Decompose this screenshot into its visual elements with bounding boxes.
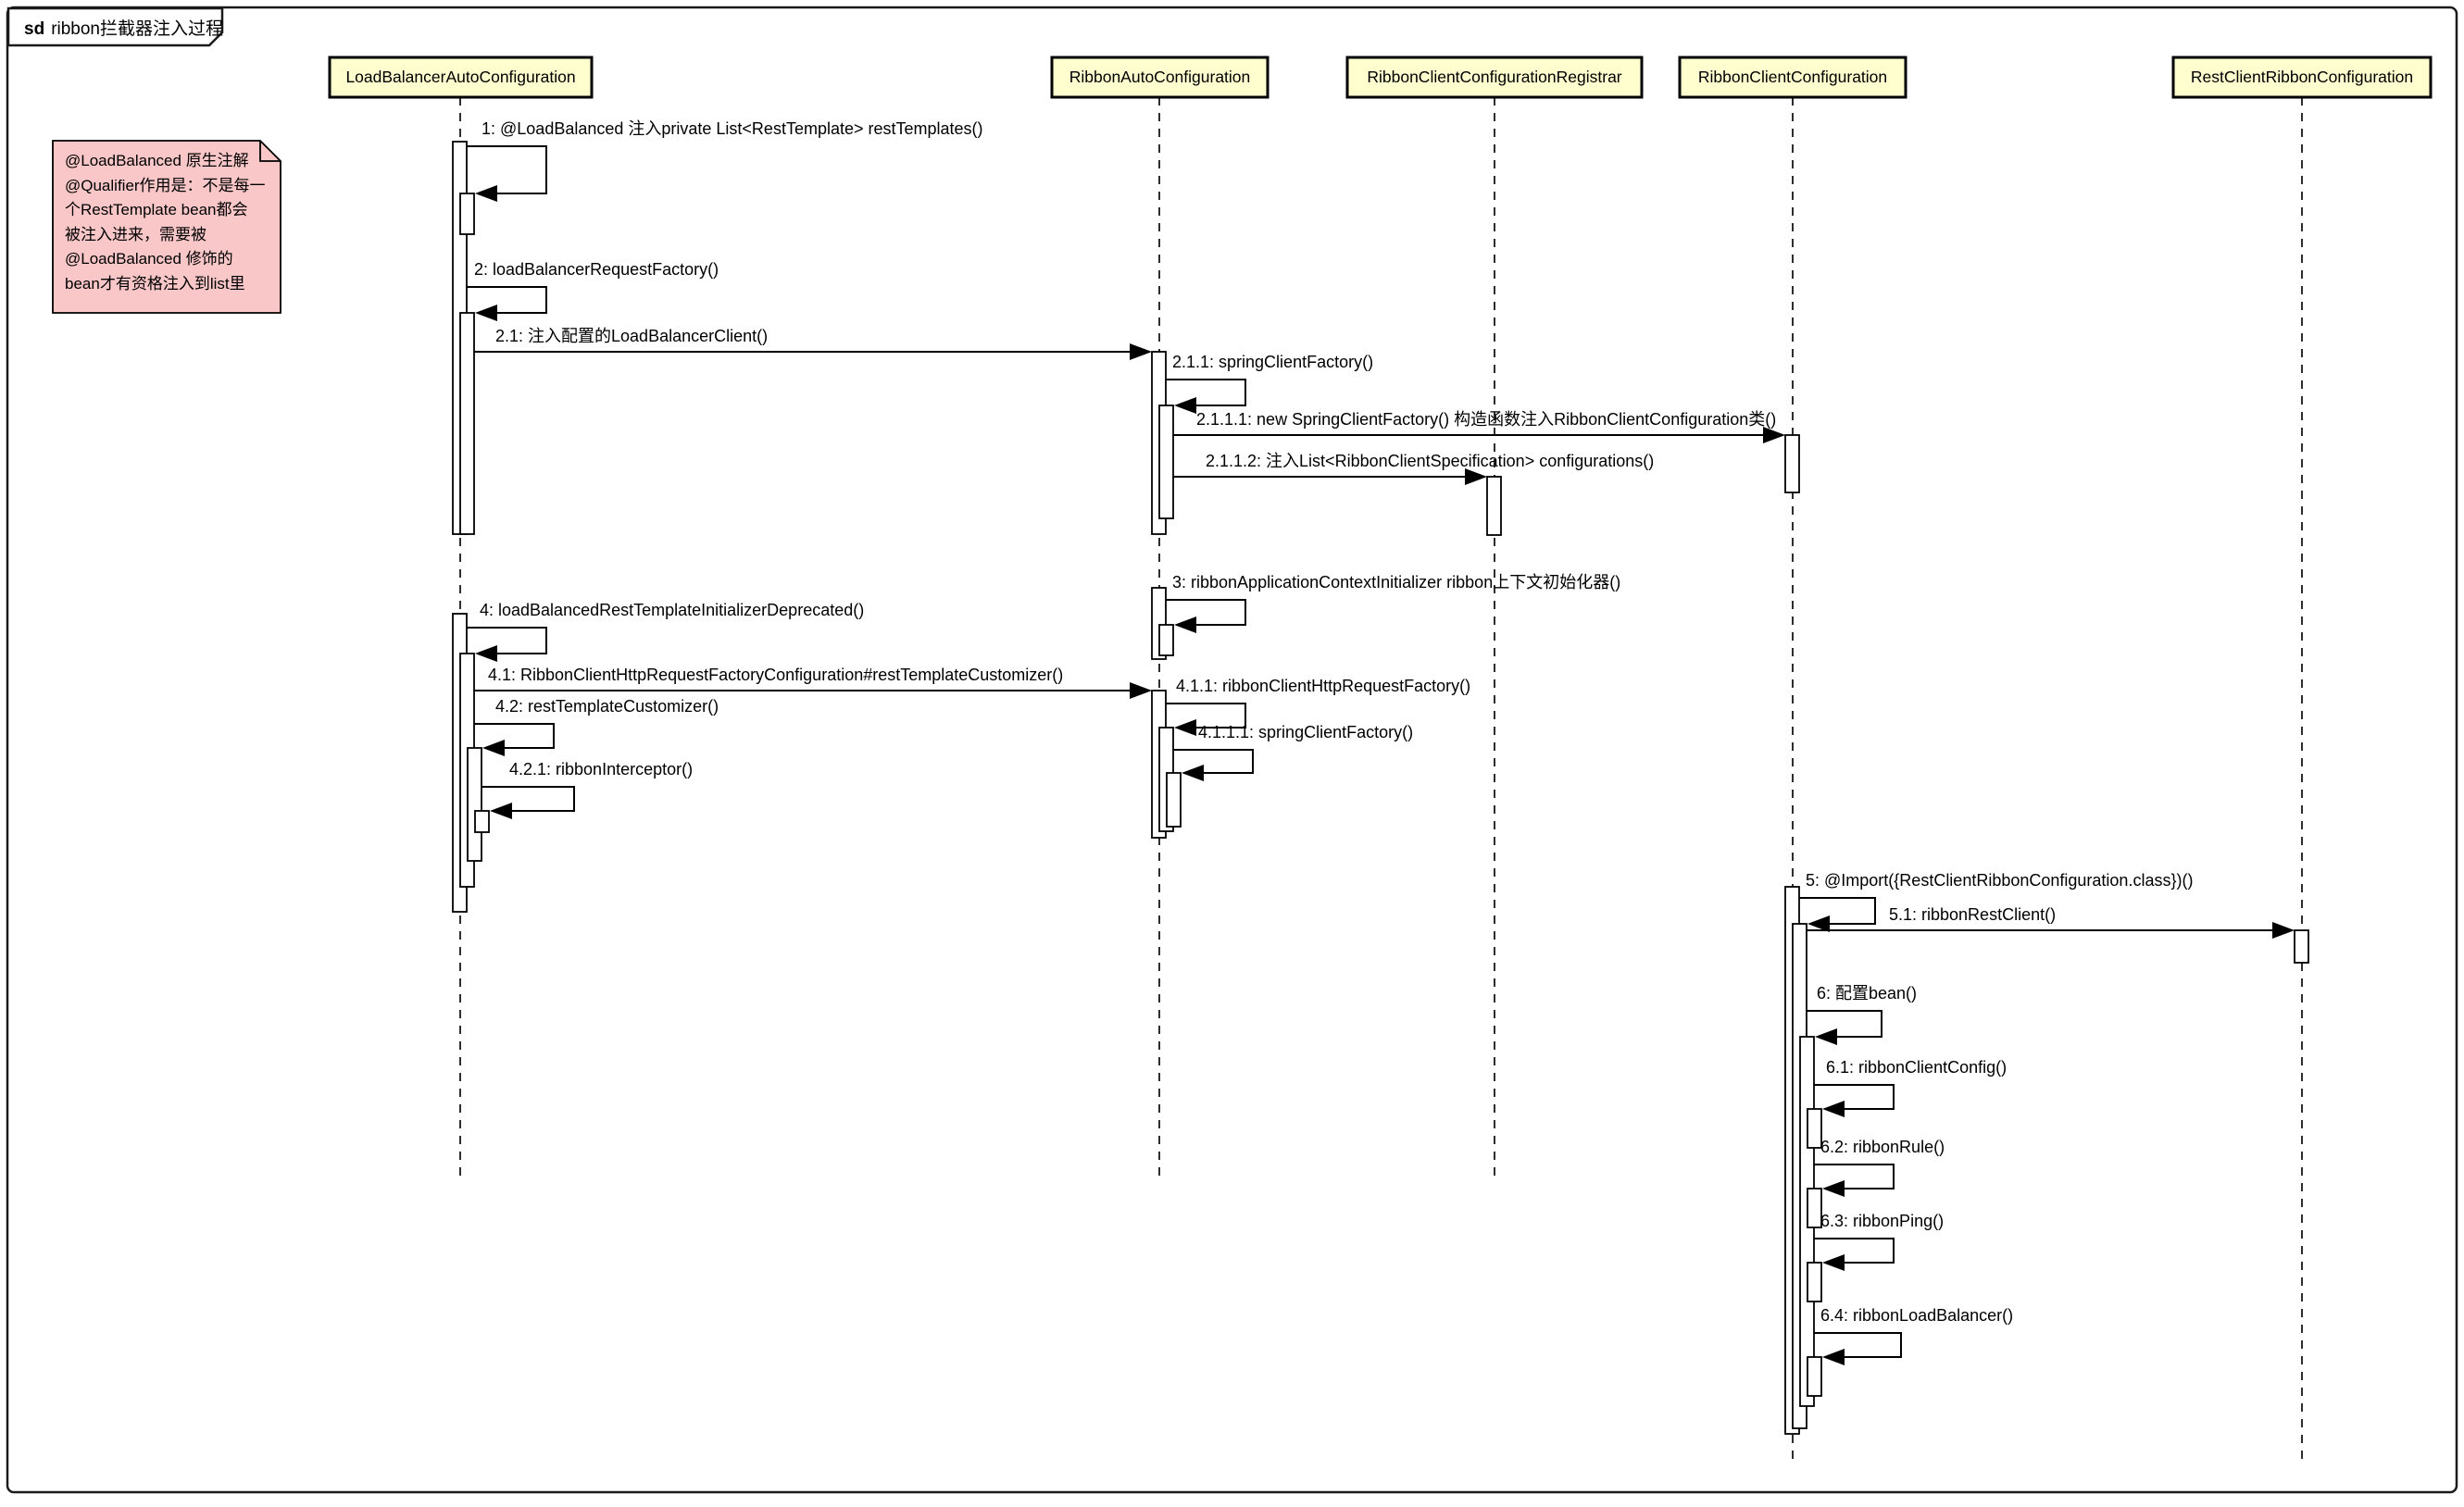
arrowhead <box>1130 343 1152 360</box>
message-label-4-2: 4.2: restTemplateCustomizer() <box>495 697 719 716</box>
message-label-6-1: 6.1: ribbonClientConfig() <box>1826 1058 2007 1077</box>
participant-label-loadbalancerautoconfiguration: LoadBalancerAutoConfiguration <box>345 68 576 86</box>
message-label-2-1-1: 2.1.1: springClientFactory() <box>1172 353 1374 371</box>
arrowhead <box>490 803 512 819</box>
self-message-loop-6-3 <box>1814 1238 1895 1264</box>
arrowhead <box>1174 616 1196 633</box>
self-message-loop-2-1-1 <box>1166 379 1246 406</box>
arrowhead <box>1822 1180 1845 1197</box>
self-message-arrowheads <box>475 185 1845 1365</box>
arrowhead <box>475 185 497 202</box>
self-message-loop-3 <box>1166 599 1246 626</box>
message-label-4-1: 4.1: RibbonClientHttpRequestFactoryConfi… <box>488 666 1064 684</box>
arrowhead <box>1182 765 1204 781</box>
arrowhead <box>1174 719 1196 736</box>
message-label-6-3: 6.3: ribbonPing() <box>1820 1212 1945 1230</box>
call-arrowheads <box>1130 343 2295 939</box>
message-label-5: 5: @Import({RestClientRibbonConfiguratio… <box>1806 871 2194 890</box>
participant-box-4 <box>1678 56 1907 99</box>
activation-bar <box>459 193 475 235</box>
arrowhead <box>1822 1349 1845 1365</box>
message-label-4-1-1-1: 4.1.1.1: springClientFactory() <box>1198 723 1414 741</box>
arrowhead <box>1807 915 1830 932</box>
note-shape <box>52 140 281 314</box>
diagram-title-text: ribbon拦截器注入过程 <box>51 19 224 39</box>
activation-bar <box>1807 1188 1822 1228</box>
self-message-loop-4 <box>467 627 547 654</box>
diagram-title: sd ribbon拦截器注入过程 <box>24 15 223 40</box>
message-label-6: 6: 配置bean() <box>1817 984 1918 1003</box>
self-message-loop-5 <box>1799 897 1876 925</box>
activation-bar <box>1158 405 1174 519</box>
activation-bar <box>2294 929 2309 964</box>
message-label-4: 4: loadBalancedRestTemplateInitializerDe… <box>480 601 865 619</box>
self-message-loop-4-2 <box>474 723 555 749</box>
participant-box-5 <box>2171 56 2433 99</box>
message-label-4-2-1: 4.2.1: ribbonInterceptor() <box>509 760 694 778</box>
self-message-loop-4-2-1 <box>482 786 575 812</box>
arrowhead <box>1822 1101 1845 1117</box>
message-label-2: 2: loadBalancerRequestFactory() <box>474 260 719 279</box>
message-label-6-2: 6.2: ribbonRule() <box>1820 1138 1945 1156</box>
activation-bar <box>1486 476 1502 536</box>
arrowhead <box>1815 1028 1837 1045</box>
activation-bar <box>459 312 475 535</box>
activation-bar <box>474 810 490 833</box>
note-text: @LoadBalanced 原生注解 @Qualifier作用是：不是每一 个R… <box>65 152 266 293</box>
lifelines <box>459 97 2303 1465</box>
arrowhead <box>1174 397 1196 414</box>
activation-bars <box>452 141 2309 1435</box>
self-message-loops <box>467 145 1902 1358</box>
call-arrows <box>474 351 2274 931</box>
message-label-2-1: 2.1: 注入配置的LoadBalancerClient() <box>495 327 769 345</box>
arrowhead <box>482 740 505 756</box>
participant-box-3 <box>1345 56 1644 99</box>
message-label-6-4: 6.4: ribbonLoadBalancer() <box>1820 1306 2014 1325</box>
arrowhead <box>1822 1254 1845 1271</box>
self-message-loop-2 <box>467 286 547 314</box>
self-message-loop-4-1-1 <box>1166 703 1246 729</box>
arrowhead <box>1465 468 1487 485</box>
self-message-loop-4-1-1-1 <box>1173 749 1254 774</box>
participant-box-2 <box>1050 56 1270 99</box>
title-tab-shape <box>6 6 224 47</box>
message-label-5-1: 5.1: ribbonRestClient() <box>1889 905 2057 924</box>
arrowhead <box>475 305 497 321</box>
note-fold <box>259 141 281 162</box>
message-label-2-1-1-1: 2.1.1.1: new SpringClientFactory() 构造函数注… <box>1196 410 1777 429</box>
message-label-3: 3: ribbonApplicationContextInitializer r… <box>1172 573 1621 592</box>
activation-bar <box>1807 1262 1822 1302</box>
self-message-loop-6-4 <box>1814 1332 1902 1358</box>
arrowhead <box>2272 922 2295 939</box>
participant-label-ribbonclientconfiguration: RibbonClientConfiguration <box>1697 68 1888 86</box>
self-message-loop-6 <box>1807 1010 1882 1038</box>
frame-border <box>6 6 2458 1494</box>
participant-label-ribbonautoconfiguration: RibbonAutoConfiguration <box>1069 68 1251 86</box>
activation-bar <box>1784 434 1800 493</box>
self-message-loop-6-1 <box>1814 1084 1895 1110</box>
activation-bar <box>1166 772 1182 828</box>
activation-bar <box>1807 1356 1822 1397</box>
participant-label-restclientribbonconfiguration: RestClientRibbonConfiguration <box>2190 68 2414 86</box>
self-message-loop-1 <box>467 145 547 194</box>
self-message-loop-6-2 <box>1814 1164 1895 1189</box>
message-label-1: 1: @LoadBalanced 注入private List<RestTemp… <box>482 119 983 138</box>
participant-box-1 <box>328 56 594 99</box>
arrowhead <box>475 645 497 662</box>
arrowhead <box>1763 427 1785 443</box>
activation-bar <box>467 747 482 862</box>
arrowhead <box>1130 682 1152 699</box>
message-label-2-1-1-2: 2.1.1.2: 注入List<RibbonClientSpecificatio… <box>1206 452 1655 470</box>
message-label-4-1-1: 4.1.1: ribbonClientHttpRequestFactory() <box>1176 677 1471 695</box>
diagram-title-keyword: sd <box>24 19 45 39</box>
participant-boxes <box>328 56 2433 99</box>
activation-bar <box>1807 1108 1822 1149</box>
activation-bar <box>1158 624 1174 656</box>
participant-label-ribbonclientconfigurationregistrar: RibbonClientConfigurationRegistrar <box>1367 68 1622 86</box>
